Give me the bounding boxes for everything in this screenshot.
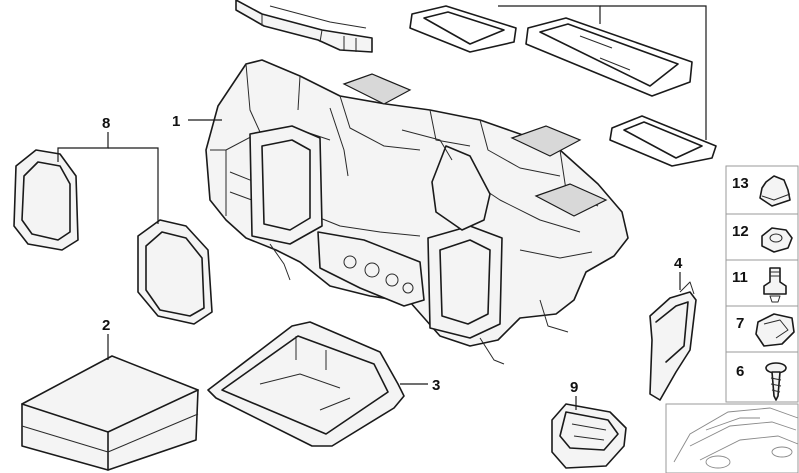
connector-part-9	[551, 396, 627, 469]
top-duct-part	[235, 0, 373, 53]
bracket-part-4	[649, 272, 697, 401]
cap-nut-13-icon	[759, 175, 791, 207]
callout-13: 13	[732, 175, 749, 192]
callout-11: 11	[732, 269, 748, 286]
screw-6-icon	[765, 362, 787, 401]
heater-housing	[205, 59, 629, 365]
callout-7: 7	[736, 315, 744, 332]
seal-top-left	[409, 5, 517, 53]
tray-part-3	[207, 321, 428, 447]
nut-12-icon	[761, 227, 793, 253]
callout-3: 3	[432, 377, 440, 394]
seal-bottom-right	[609, 115, 717, 167]
car-thumbnail-icon	[665, 403, 799, 473]
callout-8: 8	[102, 115, 110, 132]
seal-group-leader	[498, 5, 707, 140]
callout-9: 9	[570, 379, 578, 396]
seal-8-left	[13, 149, 79, 251]
clip-7-icon	[755, 313, 795, 347]
callout-2: 2	[102, 317, 110, 334]
callout-1: 1	[172, 113, 180, 130]
callout-4: 4	[674, 255, 683, 272]
seal-8-leader	[57, 132, 159, 224]
box-part-2	[21, 334, 199, 471]
callout-12: 12	[732, 223, 749, 240]
stud-11-icon	[763, 267, 787, 303]
callout-6: 6	[736, 363, 744, 380]
seal-8-right	[137, 219, 213, 325]
seal-top-middle	[525, 17, 693, 97]
